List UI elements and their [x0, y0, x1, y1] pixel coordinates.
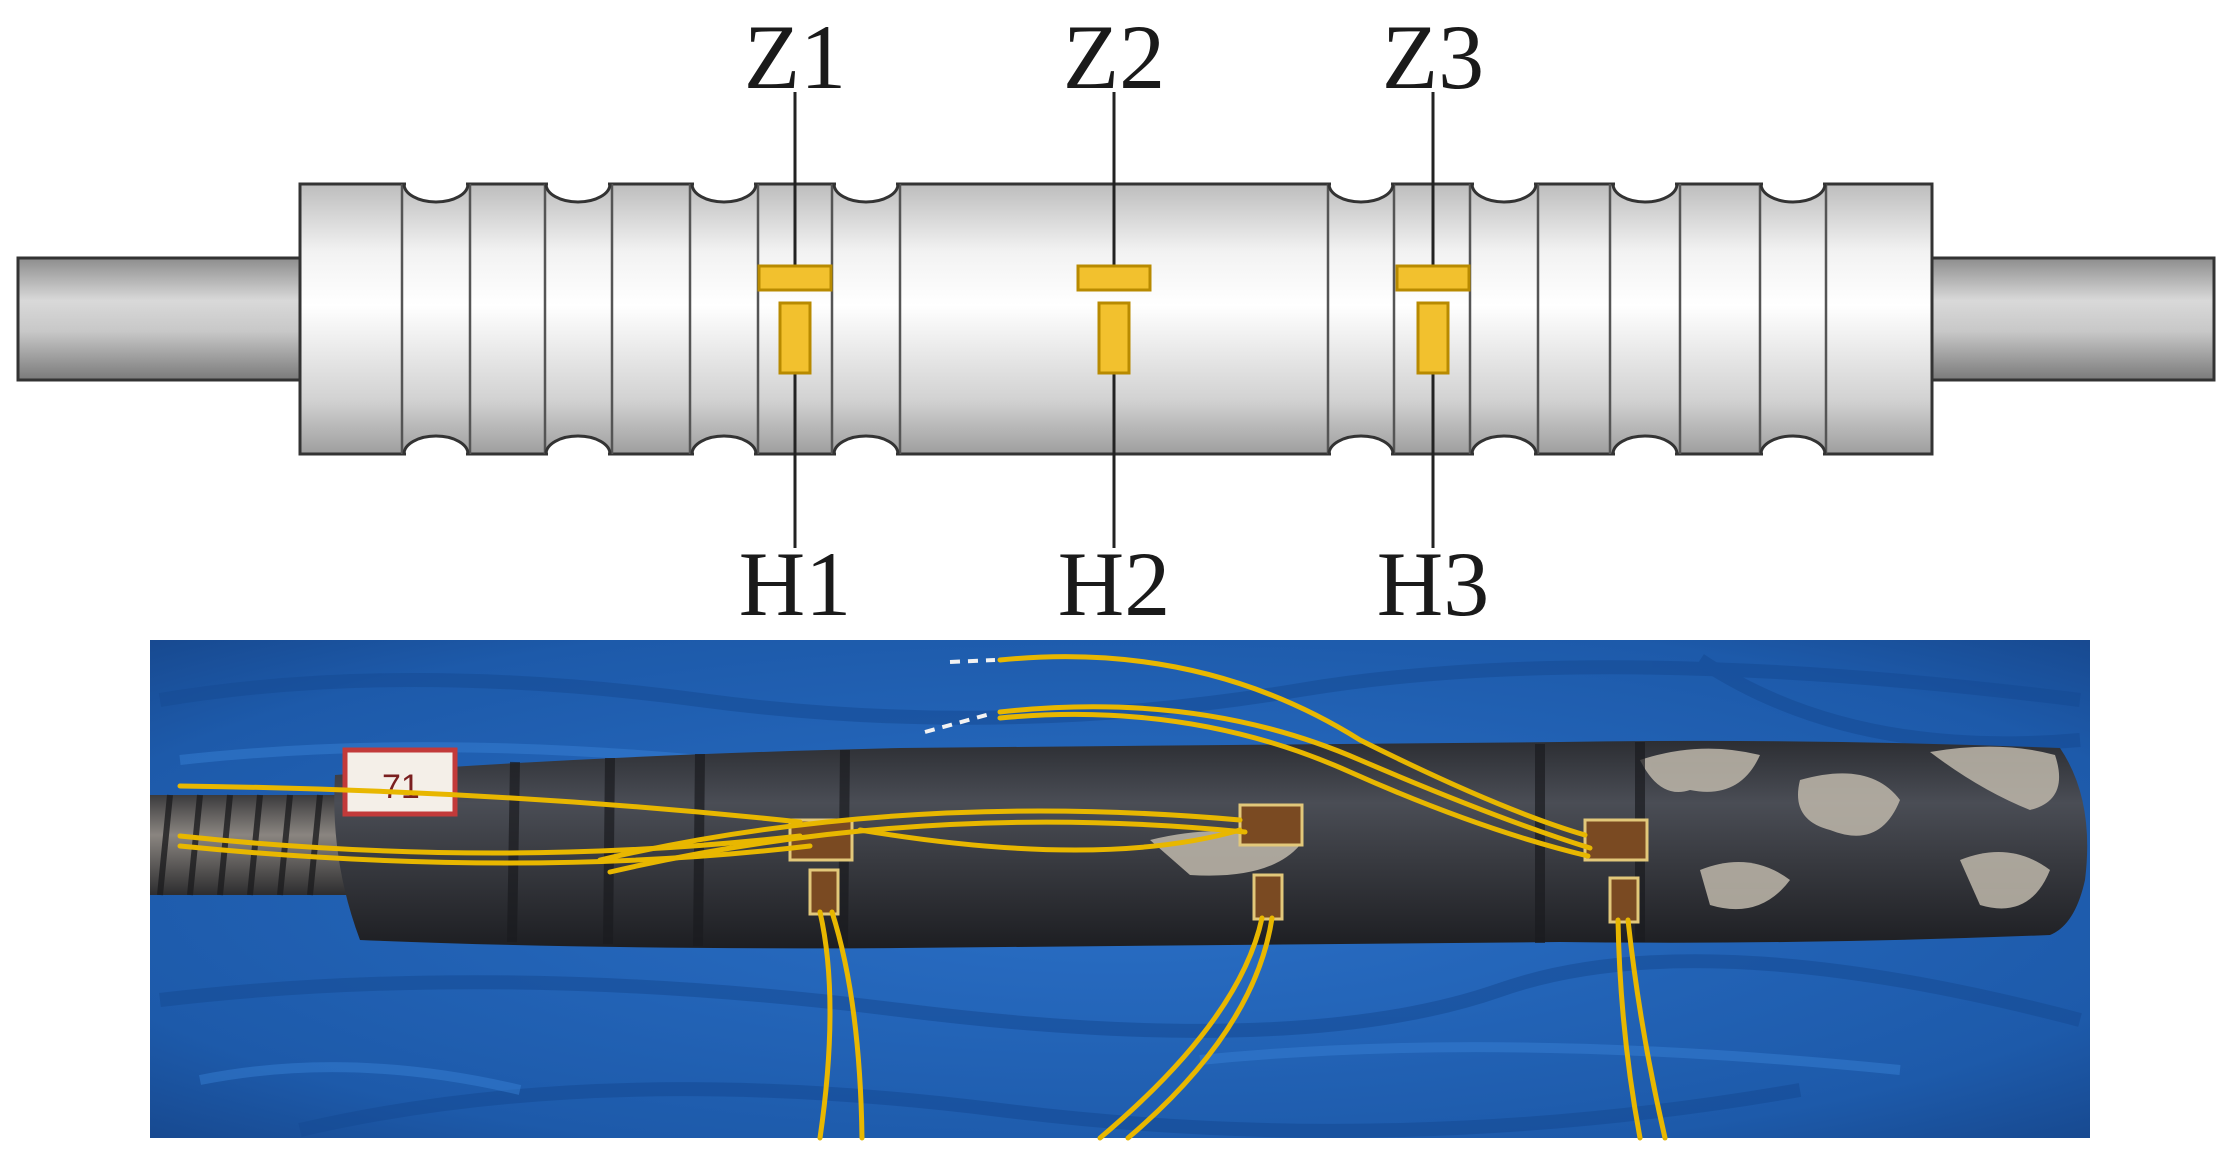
specimen-photo: 71	[150, 640, 2090, 1141]
rebar-schematic: Z1 Z2 Z3 H1 H2 H3	[16, 6, 2216, 635]
specimen-label-text: 71	[382, 768, 420, 806]
notch-top	[1327, 182, 1395, 204]
rib-lines	[400, 184, 1828, 454]
strain-gauge-z3	[1395, 264, 1471, 292]
notch-bottom	[1759, 434, 1827, 456]
notch-top	[1611, 182, 1679, 204]
label-z1: Z1	[744, 6, 846, 108]
notch-bottom	[544, 434, 612, 456]
notch-top	[544, 182, 612, 204]
strain-gauge-z1	[757, 264, 833, 292]
notch-top	[1759, 182, 1827, 204]
label-h2: H2	[1058, 533, 1170, 635]
strain-gauge-h1	[778, 301, 812, 375]
notch-bottom	[402, 434, 470, 456]
strain-gauge-h3	[1416, 301, 1450, 375]
concrete-residue	[1150, 746, 2060, 910]
photo-gauge-2	[1238, 803, 1304, 921]
lead-wires	[177, 654, 1668, 1141]
label-h1: H1	[739, 533, 851, 635]
label-z3: Z3	[1382, 6, 1484, 108]
cloth-folds	[158, 654, 2082, 1138]
notch-bottom	[1470, 434, 1538, 456]
notch-bottom	[832, 434, 900, 456]
label-z2: Z2	[1063, 6, 1165, 108]
left-shaft	[16, 256, 304, 382]
notch-bottom	[1327, 434, 1395, 456]
notch-top	[832, 182, 900, 204]
notch-bottom	[1611, 434, 1679, 456]
right-shaft	[1926, 256, 2216, 382]
groove-notches	[402, 181, 1827, 457]
notch-top	[1470, 182, 1538, 204]
photo-gauge-3	[1583, 818, 1649, 924]
notch-top	[690, 182, 758, 204]
wire-tips	[924, 658, 996, 734]
label-h3: H3	[1377, 533, 1489, 635]
specimen-label-sticker	[342, 747, 458, 817]
notch-bottom	[690, 434, 758, 456]
strain-gauge-z2	[1076, 264, 1152, 292]
strain-gauge-h2	[1097, 301, 1131, 375]
notch-top	[402, 182, 470, 204]
